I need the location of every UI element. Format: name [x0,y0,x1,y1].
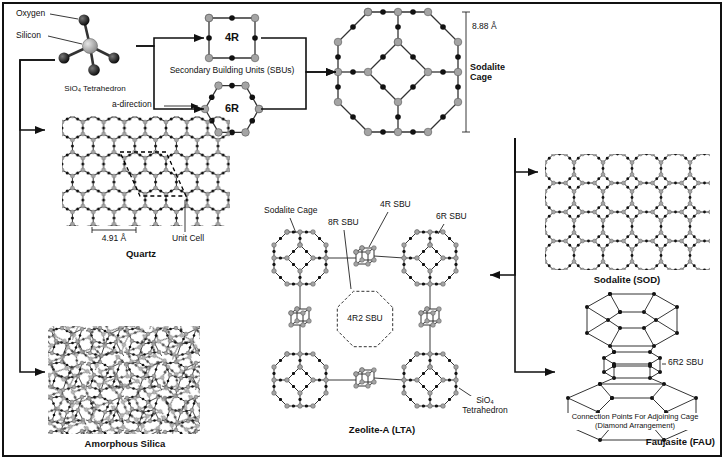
sodalite-illustration [545,154,710,270]
sodalite-cage-illustration [462,12,470,132]
faujasite-illustration [587,294,677,346]
figure-caption: Amorphous Silica [45,439,205,450]
quartz-illustration [120,152,186,196]
sodalite-cage-illustration [338,12,458,132]
dimension-label: 4.91 Å [92,234,136,244]
sodalite-cage-illustration [368,42,428,102]
flow-arrow [20,60,55,372]
flow-arrow [261,72,336,109]
zeolite-a-illustration [274,232,326,284]
zeolite-a-illustration [274,354,326,406]
tetrahedron-illustration [48,14,120,76]
quartz-illustration [62,106,230,233]
sodalite-cage-illustration [368,42,428,102]
ring-illustration [205,18,259,132]
ring-sbu: 6R [204,78,261,140]
tetrahedron-illustration [109,53,120,64]
quartz-illustration [185,200,186,232]
callout-label: Silicon [16,31,52,41]
callout-label: Sodalite Cage [264,206,326,216]
zeolite-a-illustration [356,248,374,264]
zeolite-a-illustration [421,309,439,325]
quartz-illustration [92,227,136,233]
faujasite-illustration [600,346,664,384]
sodalite-cage-illustration [338,12,458,132]
callout-label: SiO₄ Tetrahedron [460,396,510,416]
sodalite-cage-illustration [428,71,458,72]
ring-label: 4R [204,31,260,44]
sodalite-cage-illustration [397,12,398,42]
figure-caption: Zeolite-A (LTA) [302,425,462,436]
figure-caption: SiO₄ Tetrahedron [55,84,135,93]
zeolite-a-illustration [404,354,456,406]
flow-arrow [515,138,538,172]
figure-caption: Sodalite Cage [470,62,524,83]
zeolite-a-illustration [344,230,351,289]
flow-arrow [136,38,204,46]
tetrahedron-illustration [59,53,70,64]
zeolite-a-illustration [356,370,374,386]
quartz-illustration [164,106,198,107]
sodalite-figure: Sodalite (SOD) [538,150,717,290]
tetrahedron-illustration [83,39,98,54]
zeolite-a-illustration [369,212,388,247]
figure-caption: Quartz [45,249,237,260]
frame [3,3,721,456]
faujasite-illustration [604,352,660,364]
flow-arrow [490,138,515,275]
zeolite-a-illustration [337,291,392,346]
tetrahedron-figure: SiO₄ Tetrahedron [55,12,136,96]
zeolite-a-illustration [274,212,474,406]
zeolite-a-illustration [438,224,444,234]
figure-caption: Sodalite (SOD) [538,275,716,286]
quartz-illustration [62,116,230,226]
ring-sbu: 4R [204,10,261,66]
callout-label: 8R SBU [328,218,364,228]
callout-label: Unit Cell [172,234,218,244]
callout-label: Oxygen [16,9,54,19]
sodalite-cage-illustration [397,102,398,132]
figure-caption: Faujasite (FAU) [595,437,715,448]
group-label: Secondary Building Units (SBUs) [160,66,304,76]
ring-label: 6R [204,102,260,115]
sodalite-cage-illustration [338,12,470,132]
faujasite-illustration [587,294,677,346]
zeolite-a-illustration [291,309,309,325]
callout-label: Connection Points For Adjoining Cage (Di… [558,413,712,430]
amorphous-silica-illustration [48,326,200,434]
faujasite-illustration [568,384,696,440]
sodalite-illustration [545,154,710,270]
faujasite-illustration [568,384,696,440]
tetrahedron-illustration [50,14,78,19]
flow-arrow [515,138,555,372]
tetrahedron-illustration [88,64,100,76]
callout-label: 4R SBU [380,200,418,210]
callout-label: 6R2 SBU [668,358,712,368]
zeolite-a-illustration [300,256,430,380]
flow-arrow [20,60,55,130]
amorphous-silica-illustration [48,326,200,434]
faujasite-illustration [608,312,656,328]
axis-label: a-direction [112,100,162,110]
zeolite-a-illustration [290,218,296,233]
sodalite-cage-figure: Sodalite Cage [336,6,528,138]
tetrahedron-illustration [48,36,82,44]
dimension-label: 8.88 Å [472,22,516,32]
zeolite-a-illustration [404,232,456,284]
tetrahedron-illustration [79,15,90,26]
amorphous-silica-illustration [48,326,200,434]
faujasite-illustration [604,366,660,378]
amorphous-silica-figure: Amorphous Silica [45,322,206,452]
callout-label: 4R2 SBU [345,314,385,324]
callout-label: 6R SBU [436,212,474,222]
tetrahedron-illustration [64,20,114,70]
faujasite-illustration [662,364,666,365]
sodalite-cage-illustration [338,71,368,72]
quartz-figure: Quartz [45,100,238,264]
